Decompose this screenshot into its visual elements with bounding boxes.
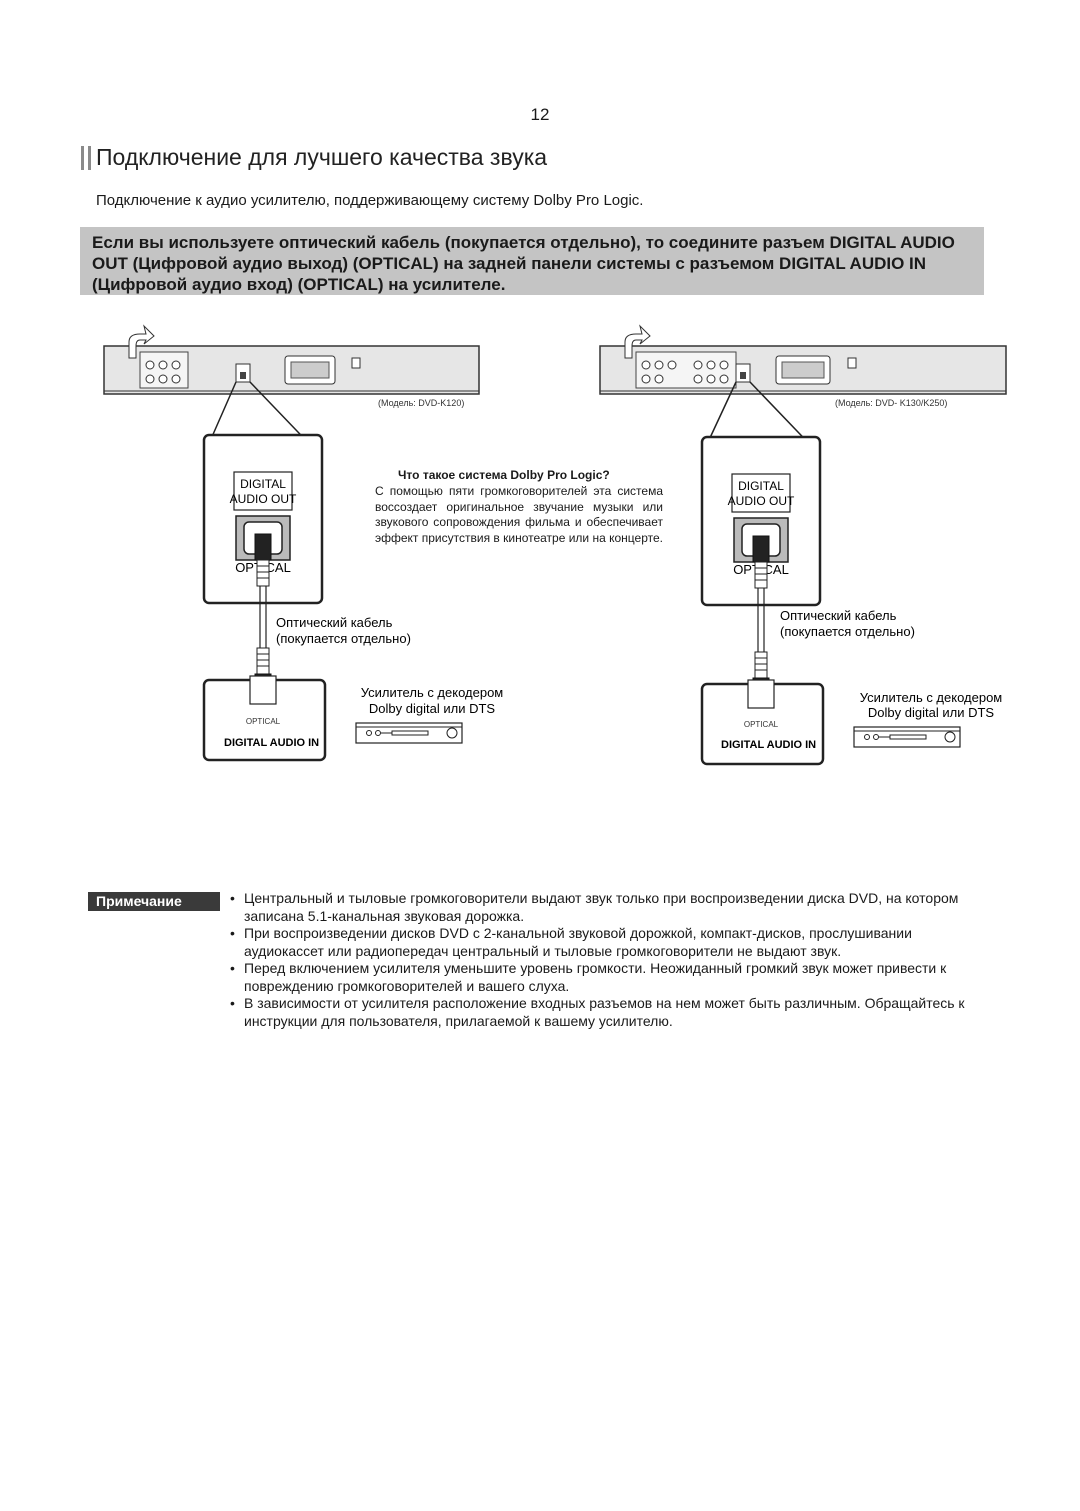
- bullet-icon: •: [230, 890, 235, 906]
- page-number: 12: [530, 105, 550, 124]
- port-label-frame: [233, 471, 293, 511]
- page-title: Подключение для лучшего качества звука: [96, 144, 548, 170]
- amp-label-line2: Dolby digital или DTS: [369, 701, 495, 716]
- instruction-box: [80, 227, 984, 295]
- bullet-icon: •: [230, 995, 235, 1011]
- note-text: Центральный и тыловые громкоговорители в…: [244, 890, 959, 924]
- note-item: • При воспроизведении дисков DVD с 2-кана…: [228, 925, 988, 960]
- note-item: • Перед включением усилителя уменьшите ур…: [228, 960, 988, 995]
- note-text: При воспроизведении дисков DVD с 2-канал…: [244, 925, 912, 959]
- dvd-player-back-panel: [599, 324, 1007, 395]
- cable-label-line1: Оптический кабель: [780, 608, 897, 623]
- connection-diagram-left: (Модель: DVD-K120) DIGITAL AUDIO OUT OPT…: [103, 324, 504, 762]
- port-label-line1: DIGITAL: [738, 479, 784, 493]
- port-label-line1: DIGITAL: [240, 477, 286, 491]
- cable-label-line2: (покупается отдельно): [276, 631, 411, 646]
- dvd-player-back-panel: [103, 324, 480, 395]
- note-text: В зависимости от усилителя расположение …: [244, 995, 965, 1029]
- note-badge: Примечание: [88, 892, 220, 911]
- model-caption: (Модель: DVD- K130/K250): [835, 398, 947, 408]
- note-text: Перед включением усилителя уменьшите уро…: [244, 960, 947, 994]
- amp-input-label: DIGITAL AUDIO IN: [721, 739, 816, 751]
- amp-label-line1: Усилитель с декодером: [860, 690, 1003, 705]
- section-subtitle: Подключение к аудио усилителю, поддержив…: [96, 192, 644, 209]
- port-label-frame: [731, 473, 791, 513]
- instruction-text: Если вы используете оптический кабель (п…: [92, 233, 955, 294]
- port-label-line2: AUDIO OUT: [230, 492, 297, 506]
- port-label-line2: AUDIO OUT: [728, 494, 795, 508]
- amp-label-line2: Dolby digital или DTS: [868, 705, 994, 720]
- cable-label-line2: (покупается отдельно): [780, 624, 915, 639]
- info-title: Что такое система Dolby Pro Logic?: [398, 468, 610, 482]
- amp-input-label: DIGITAL AUDIO IN: [224, 737, 319, 749]
- note-item: • Центральный и тыловые громкоговорители …: [228, 890, 988, 925]
- model-caption: (Модель: DVD-K120): [378, 398, 464, 408]
- notes-list: • Центральный и тыловые громкоговорители …: [228, 890, 988, 1030]
- bullet-icon: •: [230, 925, 235, 941]
- amplifier-icon: [853, 726, 961, 748]
- title-accent-bar: [88, 146, 91, 170]
- amplifier-icon: [355, 722, 463, 744]
- connection-diagram-right: (Модель: DVD- K130/K250) DIGITAL AUDIO O…: [599, 324, 1007, 766]
- amp-optical-label: OPTICAL: [246, 717, 281, 726]
- bullet-icon: •: [230, 960, 235, 976]
- info-body: С помощью пяти громкоговорителей эта сис…: [375, 484, 663, 545]
- amp-label-line1: Усилитель с декодером: [361, 685, 504, 700]
- note-item: • В зависимости от усилителя расположение…: [228, 995, 988, 1030]
- cable-label-line1: Оптический кабель: [276, 615, 393, 630]
- amp-optical-label: OPTICAL: [744, 720, 779, 729]
- title-accent-bar: [81, 146, 84, 170]
